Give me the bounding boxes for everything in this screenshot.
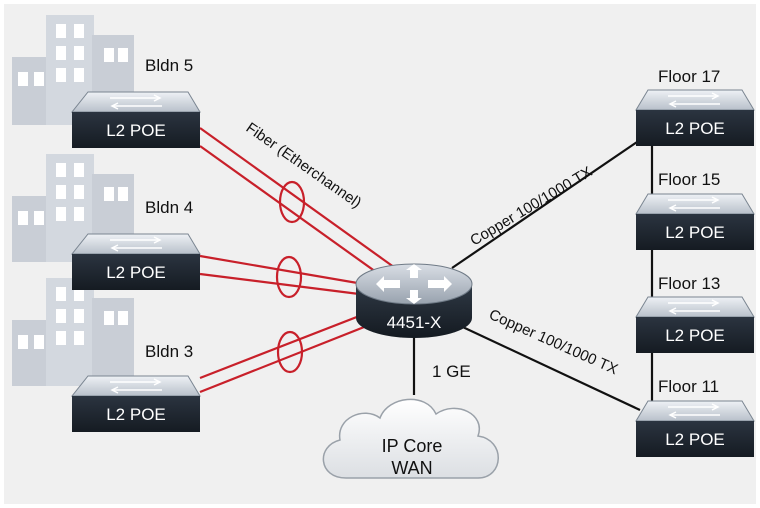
floor-label-17: Floor 17 — [658, 67, 720, 86]
switch-bldn3: L2 POE — [70, 375, 201, 432]
fiber-line-bldn3-a — [199, 304, 386, 380]
fiber-line-bldn5-b — [199, 145, 391, 283]
switch-arrows-icon — [110, 236, 162, 252]
floor-label-13: Floor 13 — [658, 274, 720, 293]
switch-arrows-icon — [110, 94, 162, 110]
copper-line-floor11 — [451, 321, 641, 411]
etherchannel-ovals — [275, 180, 306, 374]
wan-cloud-icon — [322, 398, 499, 479]
fiber-line-bldn5-a — [199, 127, 399, 271]
fiber-line-bldn4-b — [199, 272, 376, 298]
router-label: 4451-X — [387, 313, 442, 332]
etherchannel-oval-bldn5 — [278, 180, 306, 224]
etherchannel-oval-bldn3 — [276, 330, 304, 374]
switch-bldn4: L2 POE — [70, 233, 201, 290]
switch-floor15: L2 POE — [635, 193, 755, 250]
building-label-bldn5: Bldn 5 — [145, 56, 193, 75]
building-bldn4 — [12, 154, 134, 262]
fiber-line-bldn3-b — [199, 314, 393, 394]
switch-label: L2 POE — [665, 119, 725, 138]
switch-label: L2 POE — [106, 405, 166, 424]
copper-line-floor17 — [451, 139, 641, 269]
cloud-label-line2: WAN — [391, 458, 432, 478]
switch-label: L2 POE — [106, 121, 166, 140]
switch-arrows-icon — [668, 92, 720, 108]
switch-arrows-icon — [668, 403, 720, 419]
building-label-bldn4: Bldn 4 — [145, 198, 193, 217]
switch-bldn5: L2 POE — [70, 91, 201, 148]
switch-floor11: L2 POE — [635, 400, 755, 457]
router-arrows-icon — [376, 264, 452, 304]
switch-floor17: L2 POE — [635, 89, 755, 146]
floor-label-15: Floor 15 — [658, 170, 720, 189]
switch-label: L2 POE — [665, 326, 725, 345]
switch-arrows-icon — [110, 378, 162, 394]
fiber-links — [199, 127, 399, 394]
floor-label-11: Floor 11 — [658, 377, 719, 396]
router-4451x: 4451-X — [355, 263, 473, 338]
building-icon — [12, 278, 134, 386]
switch-label: L2 POE — [665, 430, 725, 449]
wan-link-label: 1 GE — [432, 362, 471, 381]
building-icon — [12, 154, 134, 262]
cloud-label-line1: IP Core — [382, 436, 443, 456]
switch-label: L2 POE — [665, 223, 725, 242]
building-bldn3 — [12, 278, 134, 386]
building-label-bldn3: Bldn 3 — [145, 342, 193, 361]
fiber-line-bldn4-a — [199, 254, 376, 288]
switch-arrows-icon — [668, 299, 720, 315]
switch-arrows-icon — [668, 196, 720, 212]
switch-label: L2 POE — [106, 263, 166, 282]
etherchannel-oval-bldn4 — [275, 255, 303, 299]
copper-links — [412, 139, 654, 411]
switch-floor13: L2 POE — [635, 296, 755, 353]
